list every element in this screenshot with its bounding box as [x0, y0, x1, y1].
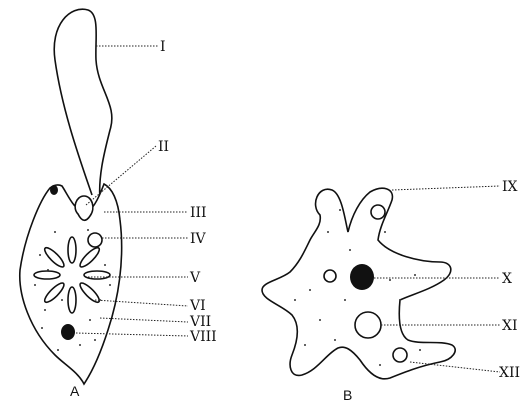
eyespot — [50, 185, 58, 195]
nucleus-a — [61, 324, 75, 340]
panel-label-a: A — [70, 383, 80, 399]
nucleus-b — [350, 264, 374, 290]
cell-body — [20, 184, 122, 384]
food-vacuole-2 — [324, 270, 336, 282]
marker-v: V — [189, 270, 201, 286]
marker-ii: II — [158, 139, 169, 155]
marker-iv: IV — [190, 231, 207, 247]
marker-vii: VII — [189, 314, 211, 330]
contractile-vacuole — [88, 233, 102, 247]
leader-ii — [86, 146, 156, 205]
marker-vi: VI — [189, 298, 206, 314]
food-vacuole-1 — [371, 205, 385, 219]
panel-label-b: B — [343, 387, 352, 401]
food-vacuole-3 — [393, 348, 407, 362]
leader-vii — [100, 318, 188, 322]
organism-b: IX X XI XII B — [262, 179, 520, 401]
leader-ix — [392, 186, 500, 190]
marker-iii: III — [190, 205, 207, 221]
organism-a: I II III IV V VI VII VIII A — [20, 9, 217, 399]
marker-i: I — [160, 39, 166, 55]
marker-ix: IX — [502, 179, 518, 195]
flagellum — [54, 9, 112, 200]
marker-x: X — [502, 271, 512, 287]
marker-viii: VIII — [189, 329, 217, 345]
marker-xii: XII — [499, 365, 520, 381]
marker-xi: XI — [502, 318, 518, 334]
contractile-vacuole-b — [355, 312, 381, 338]
